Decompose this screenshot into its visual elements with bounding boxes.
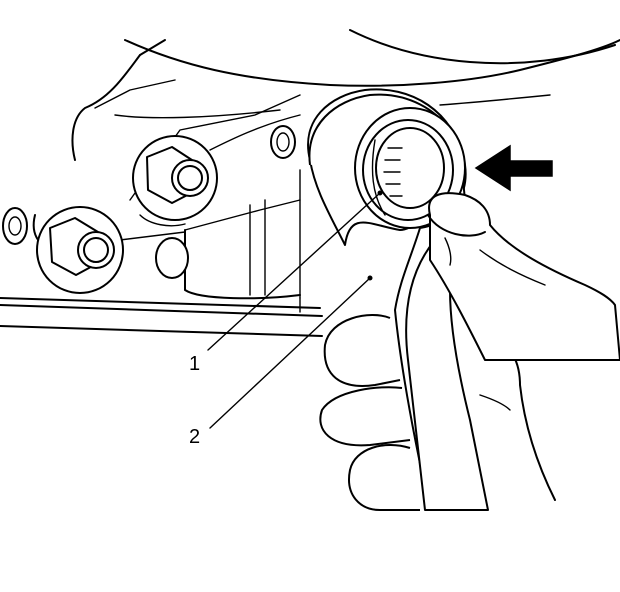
engine-block (32, 39, 301, 300)
leader-lines (207, 190, 383, 429)
stud-bolts (2, 125, 296, 279)
flange-bolt-lower (36, 206, 124, 294)
callout-label-2: 2 (189, 426, 200, 448)
arrow-left-icon (474, 144, 553, 192)
housing-outline (114, 29, 620, 119)
callout-label-1: 1 (189, 353, 200, 375)
hand-upper (427, 192, 620, 361)
flange-bolt-upper (132, 135, 218, 227)
frame-rail (0, 297, 323, 337)
bushing (354, 107, 466, 229)
